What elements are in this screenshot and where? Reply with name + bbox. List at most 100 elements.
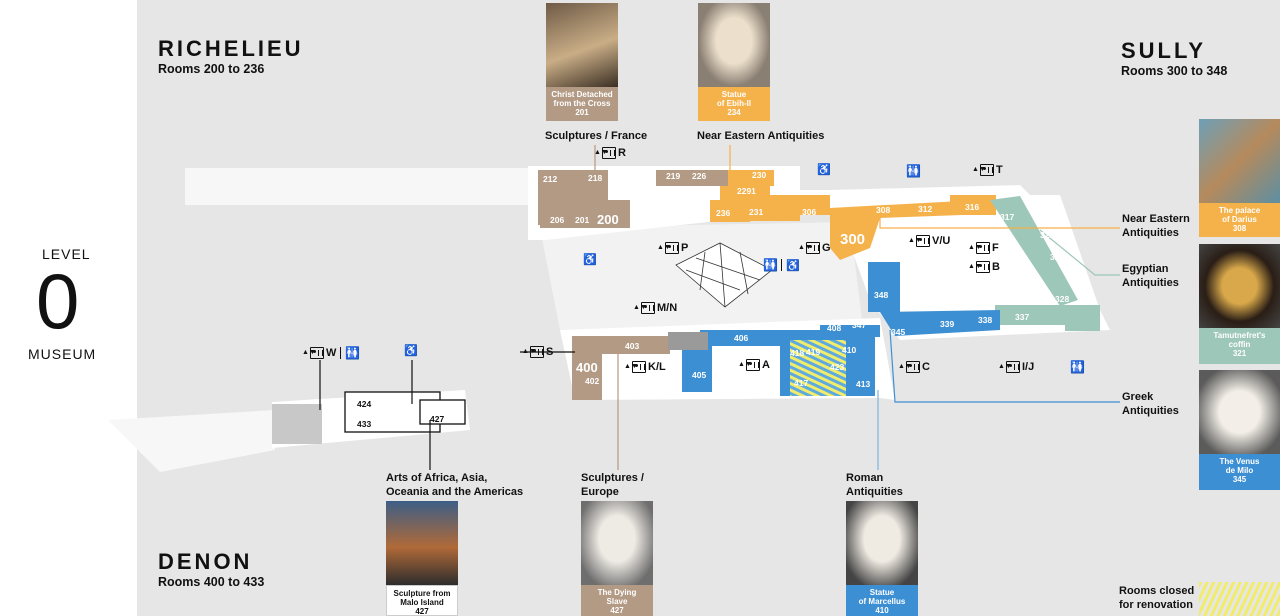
lift-icon [976,261,990,273]
accessible-icon-denon: ♿ [404,344,418,357]
dept-label-roman: Roman Antiquities [846,472,903,499]
access-point-a[interactable]: ▲▼A [738,359,770,371]
up-down-arrow-icon: ▲▼ [968,263,982,270]
access-point-c[interactable]: ▲▼C [898,361,930,373]
access-point-mn[interactable]: ▲▼M/N [633,302,678,314]
svg-text:231: 231 [749,207,763,217]
up-down-arrow-icon: ▲▼ [972,166,986,173]
access-point-vu[interactable]: ▲▼V/U [908,235,951,247]
artwork-image-slave [581,501,653,585]
svg-text:347: 347 [852,320,866,330]
accessible-icon: ♿ [404,345,418,357]
svg-text:317: 317 [1000,212,1014,222]
access-point-t[interactable]: ▲▼T [972,164,1003,176]
lift-icon [1006,361,1020,373]
access-point-r[interactable]: ▲▼R [594,147,626,159]
leader-lines [319,145,1120,470]
level-word: LEVEL [42,246,91,262]
lift-icon [916,235,930,247]
lift-icon [746,359,760,371]
svg-text:413: 413 [856,379,870,389]
up-down-arrow-icon: ▲▼ [738,361,752,368]
wing-rooms-richelieu: Rooms 200 to 236 [158,62,265,76]
artwork-image-venus [1199,370,1280,454]
access-point-p[interactable]: ▲▼P [657,242,689,254]
legend-renovation-label: Rooms closed for renovation [1119,585,1195,611]
artwork-image-darius [1199,119,1280,203]
up-down-arrow-icon: ▲▼ [968,244,982,251]
restroom-icon: 🚻 [345,346,360,360]
divider [340,347,342,359]
svg-text:408: 408 [827,323,841,333]
egyptian-rooms [990,196,1100,331]
access-point-g[interactable]: ▲▼G [798,242,831,254]
access-point-kl[interactable]: ▲▼K/L [624,361,666,373]
access-point-w[interactable]: ▲▼W🚻 [302,346,360,360]
svg-text:423: 423 [830,362,844,372]
svg-text:406: 406 [734,333,748,343]
accessible-icon-sully: ♿ [817,163,831,176]
dept-label-sculptures-france: Sculptures / France [545,130,648,142]
level-number: 0 [36,257,80,345]
up-down-arrow-icon: ▲▼ [908,237,922,244]
accessible-icon: ♿ [583,254,597,266]
svg-text:418: 418 [790,348,804,358]
svg-text:200: 200 [597,212,619,227]
up-down-arrow-icon: ▲▼ [998,363,1012,370]
accessible-icon: ♿ [817,164,831,176]
svg-text:236: 236 [716,208,730,218]
up-down-arrow-icon: ▲▼ [898,363,912,370]
access-point-s[interactable]: ▲▼S [522,346,554,358]
svg-text:427: 427 [430,414,444,424]
svg-text:219: 219 [666,171,680,181]
svg-text:312: 312 [918,204,932,214]
artwork-image-christ [546,3,618,87]
renovation-area [790,340,846,396]
outer-walkway-north [185,168,540,205]
wing-title-denon: DENON [158,549,253,574]
lift-icon [530,346,544,358]
restroom-icon-south: 🚻 [1070,360,1085,374]
dept-label-arts-africa: Arts of Africa, Asia, Oceania and the Am… [386,472,524,499]
up-down-arrow-icon: ▲▼ [657,244,671,251]
svg-text:212: 212 [543,174,557,184]
wing-title-richelieu: RICHELIEU [158,36,304,61]
access-point-ij[interactable]: ▲▼I/J [998,361,1035,373]
svg-text:206: 206 [550,215,564,225]
lift-icon [632,361,646,373]
svg-text:400: 400 [576,360,598,375]
lift-icon [980,164,994,176]
restroom-icon-sully: 🚻 [906,164,921,178]
svg-text:218: 218 [588,173,602,183]
svg-text:2291: 2291 [737,186,756,196]
access-point-f[interactable]: ▲▼F [968,242,999,254]
svg-text:323: 323 [1050,252,1064,262]
svg-text:402: 402 [585,376,599,386]
wing-rooms-sully: Rooms 300 to 348 [1121,64,1228,78]
access-point-b[interactable]: ▲▼B [968,261,1000,273]
up-down-arrow-icon: ▲▼ [798,244,812,251]
lift-icon [806,242,820,254]
dept-label-near-eastern-right: Near Eastern Antiquities [1122,213,1190,240]
svg-text:230: 230 [752,170,766,180]
museum-word: MUSEUM [28,346,97,362]
near-eastern-rooms [710,170,996,260]
svg-text:300: 300 [840,231,865,248]
